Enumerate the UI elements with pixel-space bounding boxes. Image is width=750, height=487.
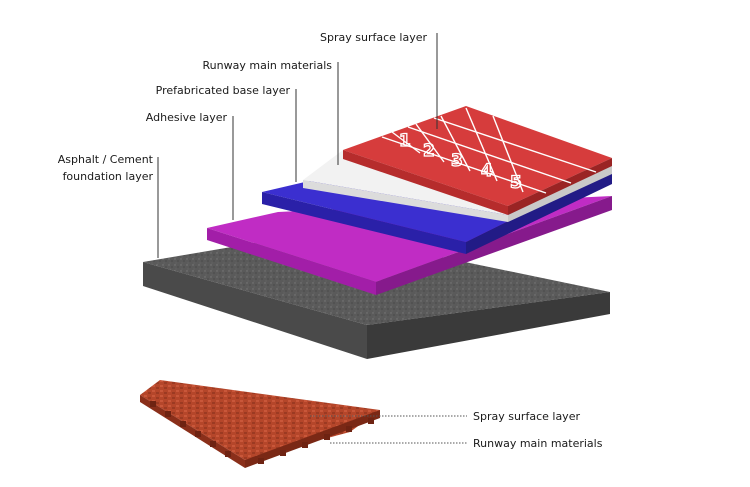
- sample-label-runway-main: Runway main materials: [473, 437, 603, 450]
- label-spray-surface: Spray surface layer: [320, 31, 427, 44]
- lane-number-3: 3: [451, 151, 463, 171]
- material-sample: [140, 380, 380, 468]
- label-prefab-base: Prefabricated base layer: [156, 84, 291, 97]
- lane-number-4: 4: [481, 161, 493, 181]
- label-foundation-line1: Asphalt / Cement: [58, 153, 154, 166]
- lane-number-2: 2: [423, 141, 435, 161]
- sample-label-spray-surface: Spray surface layer: [473, 410, 580, 423]
- lane-number-5: 5: [510, 173, 522, 193]
- lane-number-1: 1: [399, 131, 411, 151]
- label-foundation-line2: foundation layer: [63, 170, 154, 183]
- label-runway-main: Runway main materials: [203, 59, 333, 72]
- label-adhesive: Adhesive layer: [146, 111, 228, 124]
